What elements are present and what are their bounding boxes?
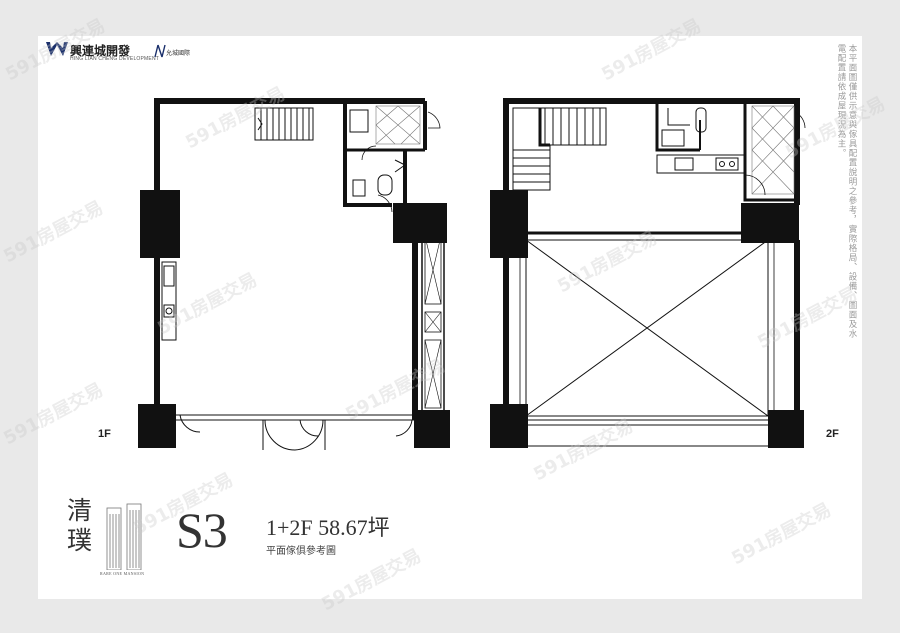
double-height-void — [519, 239, 775, 418]
unit-caption: 平面傢俱參考圖 — [266, 546, 336, 557]
front-door-1f — [176, 414, 415, 451]
brand-name-en: HING LIAN CHENG DEVELOPMENT — [70, 56, 160, 62]
plan-1f — [154, 98, 445, 451]
counter-2f — [656, 154, 746, 174]
floor-label-1f: 1F — [98, 428, 111, 440]
columns-2f — [490, 190, 804, 448]
stair-1f — [254, 107, 314, 141]
plan-2f — [503, 98, 806, 447]
project-building-logo-icon — [106, 503, 142, 570]
floor-label-2f: 2F — [826, 428, 839, 440]
floor-plan-sheet — [38, 36, 862, 599]
brand-logo-icon — [46, 42, 68, 56]
bath-2f — [661, 107, 707, 147]
stair-2f — [512, 107, 607, 191]
columns-1f — [138, 190, 450, 448]
project-name-cn: 清璞 — [67, 496, 93, 555]
balcony-2f — [526, 419, 775, 447]
shower-1f — [375, 105, 421, 145]
project-name-en: RARE ONE MANSION — [100, 571, 145, 576]
partner-name: 允城國際 — [166, 50, 191, 57]
toilet-1f — [349, 109, 406, 197]
counter-1f — [161, 261, 177, 341]
brand-name-cn: 興連城開發 — [70, 44, 131, 58]
shower-2f — [751, 105, 795, 195]
partner-logo-icon — [154, 44, 166, 58]
disclaimer-note: 本平面圖僅供示意與傢具配置說明之參考，實際格局、設備、圖面及水電配置請依成屋現況… — [836, 44, 857, 339]
unit-area: 1+2F 58.67坪 — [266, 515, 390, 540]
storage-1f — [421, 229, 445, 413]
unit-code: S3 — [176, 502, 228, 558]
